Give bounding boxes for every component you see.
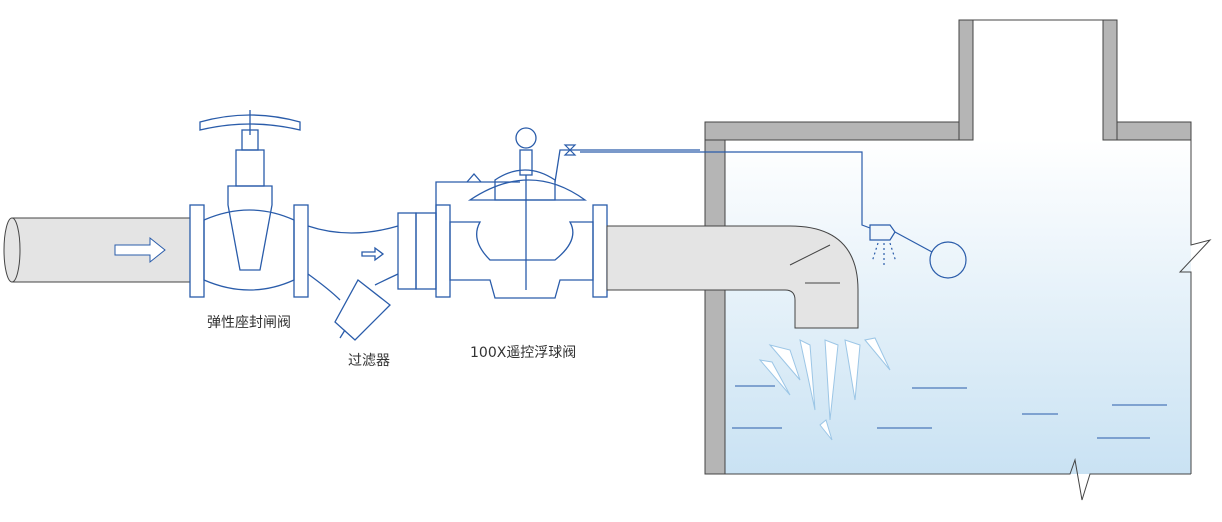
- gate-valve: [189, 110, 309, 298]
- tank-hatch-opening: [973, 30, 1103, 140]
- tank-wall-lower: [704, 287, 726, 475]
- hatch-wall-right: [1102, 19, 1118, 141]
- hatch-wall-left: [958, 19, 974, 141]
- outlet-pipe: [606, 225, 859, 329]
- tank-break-bottom: [705, 458, 1191, 501]
- strainer-label: 过滤器: [348, 353, 390, 369]
- strainer: [307, 212, 437, 341]
- water-surface-lines: [732, 385, 1167, 439]
- float-pilot-icon: [869, 224, 896, 241]
- handwheel-icon: [199, 114, 301, 131]
- drip-icon: [871, 242, 897, 265]
- gate-valve-label: 弹性座封闸阀: [207, 315, 291, 331]
- needle-valve-icon: [466, 173, 482, 183]
- float-ball-icon: [929, 241, 967, 279]
- pilot-valve-icon: [563, 144, 577, 156]
- strainer-flow-arrow-icon: [361, 246, 385, 262]
- float-control-line: [563, 144, 967, 279]
- tank-break-right: [1178, 140, 1212, 474]
- tank-wall-upper: [704, 139, 726, 227]
- flow-arrow-icon: [114, 236, 166, 264]
- water-splash: [758, 337, 891, 441]
- inlet-pipe: [3, 217, 191, 283]
- tank-roof-left: [704, 121, 974, 141]
- remote-float-valve: [435, 127, 700, 299]
- float-valve-label: 100X遥控浮球阀: [470, 345, 577, 361]
